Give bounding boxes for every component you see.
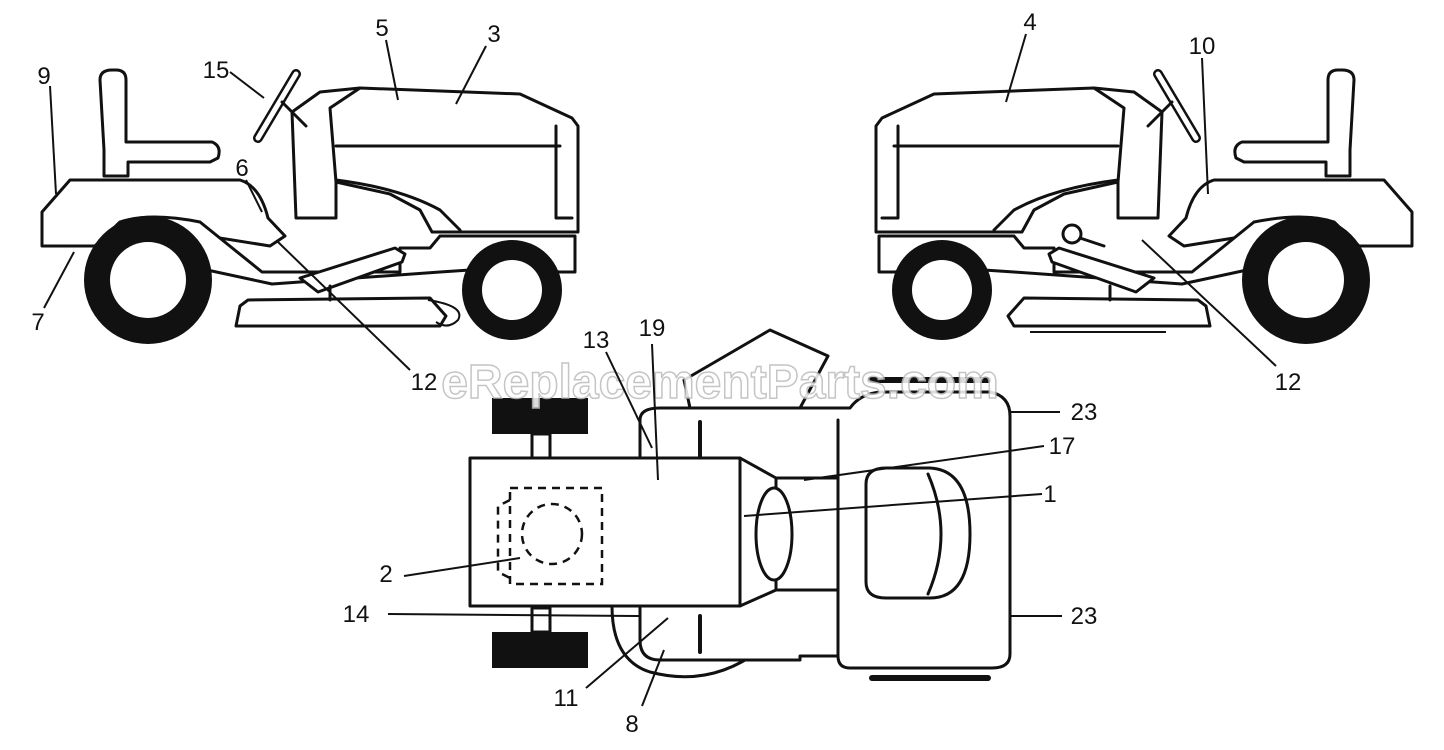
watermark: eReplacementParts.com (441, 356, 999, 409)
top-view-tractor (468, 328, 1012, 681)
callout-14: 14 (343, 601, 370, 628)
leader-1 (743, 493, 1043, 517)
callout-13: 13 (583, 327, 610, 354)
left-hood-side (334, 178, 462, 232)
leader-9 (49, 85, 57, 195)
right-seat (1233, 68, 1356, 178)
left-lift-lever (298, 246, 407, 294)
callout-5: 5 (375, 15, 388, 42)
leader-15 (229, 71, 265, 99)
callout-4: 4 (1023, 9, 1036, 36)
top-rear-fender (468, 456, 778, 608)
right-mower-deck (1006, 296, 1212, 328)
callout-12-right: 12 (1275, 369, 1302, 396)
leader-3 (455, 45, 487, 105)
callout-1: 1 (1043, 481, 1056, 508)
callout-labels: 9 15 6 7 5 3 12 4 10 12 13 19 23 17 1 2 … (31, 9, 1301, 738)
top-seat-outline (508, 486, 604, 586)
right-lift-lever (1047, 246, 1156, 294)
callout-7: 7 (31, 309, 44, 336)
right-grille (880, 124, 900, 220)
left-deck-chute (427, 299, 461, 327)
callout-10: 10 (1189, 33, 1216, 60)
leader-14 (387, 613, 641, 617)
leader-6 (245, 179, 263, 213)
top-rear-tire-lower (492, 632, 588, 668)
leader-4 (1005, 33, 1027, 103)
leader-5 (385, 39, 399, 101)
left-side-view-tractor (40, 68, 580, 344)
callout-11: 11 (554, 685, 579, 712)
callout-23-top: 23 (1071, 399, 1098, 426)
top-steering-wheel (754, 486, 794, 582)
leader-19 (651, 343, 659, 481)
leader-lines (43, 33, 1277, 707)
leader-2 (403, 557, 521, 577)
left-steering-column (280, 100, 308, 128)
top-discharge-chute (682, 328, 830, 410)
top-rear-tire-upper (492, 398, 588, 434)
callout-19: 19 (639, 315, 666, 342)
callout-6: 6 (235, 155, 248, 182)
left-seat (98, 68, 221, 178)
callout-8: 8 (625, 711, 638, 738)
leader-12b (1141, 239, 1277, 367)
callout-23-bottom: 23 (1071, 603, 1098, 630)
left-hood (328, 86, 580, 234)
right-side-view-tractor (874, 68, 1414, 344)
right-ignition-key (1061, 223, 1083, 245)
leader-8 (641, 649, 665, 707)
left-mower-deck (234, 296, 448, 328)
leader-11 (585, 617, 669, 689)
callout-3: 3 (487, 21, 500, 48)
leader-7 (43, 251, 75, 309)
leader-12a (277, 241, 411, 371)
leader-10 (1201, 57, 1209, 195)
right-hood (874, 86, 1126, 234)
leader-13 (605, 351, 653, 449)
callout-9: 9 (37, 63, 50, 90)
leader-17 (803, 445, 1045, 481)
callout-12-left: 12 (411, 369, 438, 396)
callout-15: 15 (203, 57, 230, 84)
callout-17: 17 (1049, 433, 1076, 460)
top-hood-panel (864, 466, 972, 600)
callout-2: 2 (379, 561, 392, 588)
left-grille (554, 124, 574, 220)
